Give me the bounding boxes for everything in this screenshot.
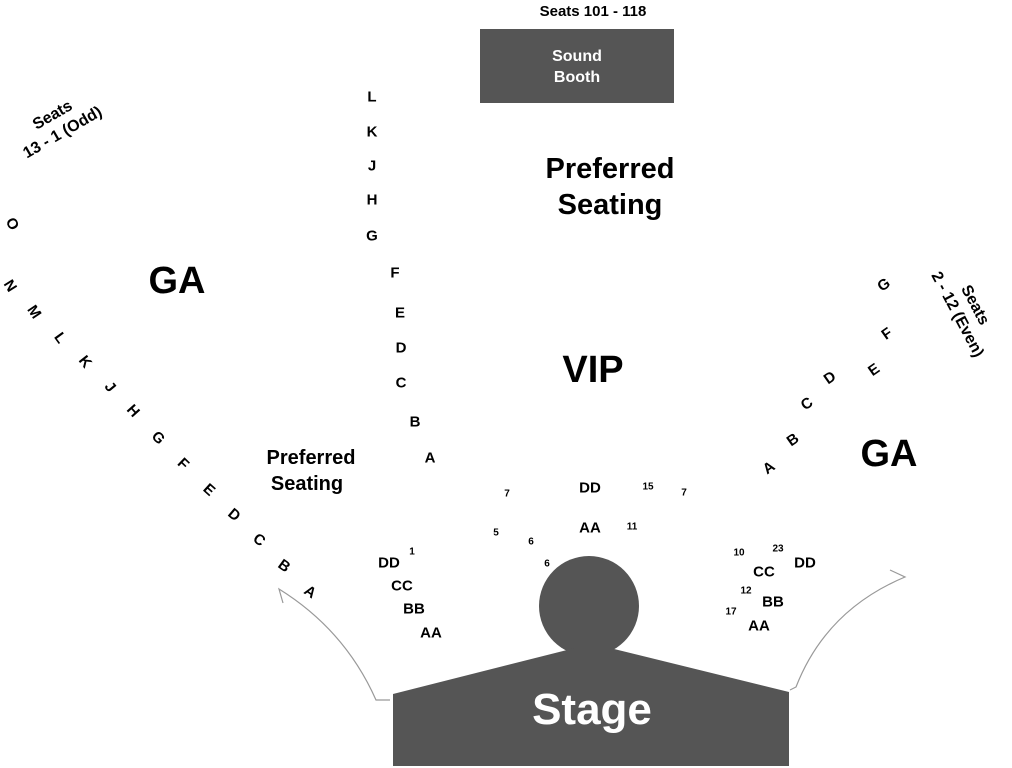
- row-label: BB: [403, 601, 425, 618]
- ga-right-label: GA: [861, 433, 918, 475]
- front-left-rows: DD CC BB AA 1: [378, 547, 442, 642]
- row-label: B: [784, 430, 803, 450]
- row-label: E: [865, 360, 883, 380]
- seat-number: 15: [642, 482, 654, 493]
- sound-booth-seats-label: Seats 101 - 118: [540, 3, 647, 20]
- preferred-seating-top-line2: Seating: [558, 189, 663, 221]
- row-label: DD: [794, 555, 816, 572]
- row-label: L: [367, 89, 376, 106]
- seat-number: 10: [733, 548, 745, 559]
- row-label: A: [301, 582, 320, 602]
- row-label: J: [101, 378, 119, 395]
- preferred-seating-left-line1: Preferred: [267, 447, 356, 469]
- seat-number: 6: [544, 559, 550, 570]
- row-label: C: [249, 530, 268, 550]
- seat-number: 5: [493, 528, 499, 539]
- row-label: H: [123, 401, 143, 420]
- seat-number: 1: [409, 547, 415, 558]
- seat-number: 12: [740, 586, 752, 597]
- row-label: AA: [420, 625, 442, 642]
- row-label: CC: [391, 578, 413, 595]
- row-label: F: [878, 324, 895, 343]
- preferred-seating-left-line2: Seating: [271, 473, 343, 495]
- row-label: F: [174, 455, 192, 474]
- row-label: BB: [762, 594, 784, 611]
- row-label: H: [367, 192, 378, 209]
- front-right-rows: DD CC BB AA 10 23 12 17: [725, 544, 816, 635]
- row-label: M: [23, 302, 44, 322]
- row-label: DD: [579, 480, 601, 497]
- row-label: K: [75, 352, 95, 371]
- seats-note-right: Seats 2 - 12 (Even): [928, 269, 993, 360]
- row-label: CC: [753, 564, 775, 581]
- row-label: C: [396, 375, 407, 392]
- row-label: G: [366, 228, 378, 245]
- seat-number: 11: [627, 522, 638, 533]
- ga-left-label: GA: [149, 260, 206, 302]
- seat-number: 23: [772, 544, 784, 555]
- row-label: D: [396, 340, 407, 357]
- seat-number: 7: [681, 488, 687, 499]
- seats-note-left: Seats 13 - 1 (Odd): [20, 97, 105, 162]
- stage-label: Stage: [532, 685, 652, 734]
- sound-booth[interactable]: [480, 29, 674, 103]
- row-label: B: [410, 414, 421, 431]
- row-label: D: [821, 368, 840, 388]
- row-label: A: [425, 450, 436, 467]
- stage-thrust: [539, 556, 639, 656]
- row-label: N: [0, 277, 20, 295]
- row-label: C: [798, 394, 817, 414]
- row-label: G: [874, 275, 893, 296]
- sound-booth-label-1: Sound: [552, 48, 602, 65]
- row-label: K: [367, 124, 378, 141]
- left-section-outline: [277, 587, 390, 701]
- seat-number: 7: [504, 489, 510, 500]
- stage[interactable]: Stage: [393, 556, 789, 766]
- row-label: AA: [579, 520, 601, 537]
- row-label: A: [760, 458, 779, 478]
- front-center-rows: DD AA 7 5 6 6 15 7 11: [493, 480, 687, 570]
- seat-number: 6: [528, 537, 534, 548]
- center-column-rows: L K J H G F E D C B A: [366, 89, 435, 467]
- vip-label: VIP: [562, 349, 623, 391]
- row-label: E: [395, 305, 405, 322]
- row-label: F: [390, 265, 399, 282]
- row-label: L: [50, 329, 69, 346]
- row-label: O: [2, 215, 23, 234]
- preferred-seating-top-line1: Preferred: [546, 153, 675, 185]
- row-label: B: [275, 556, 294, 576]
- seat-number: 17: [725, 607, 737, 618]
- row-label: E: [200, 480, 219, 499]
- right-section-outline: [789, 569, 907, 691]
- row-label: D: [224, 505, 243, 525]
- sound-booth-label-2: Booth: [554, 69, 600, 86]
- row-label: J: [368, 158, 376, 175]
- row-label: G: [148, 428, 168, 448]
- row-label: AA: [748, 618, 770, 635]
- stage-platform: [393, 648, 789, 766]
- row-label: DD: [378, 555, 400, 572]
